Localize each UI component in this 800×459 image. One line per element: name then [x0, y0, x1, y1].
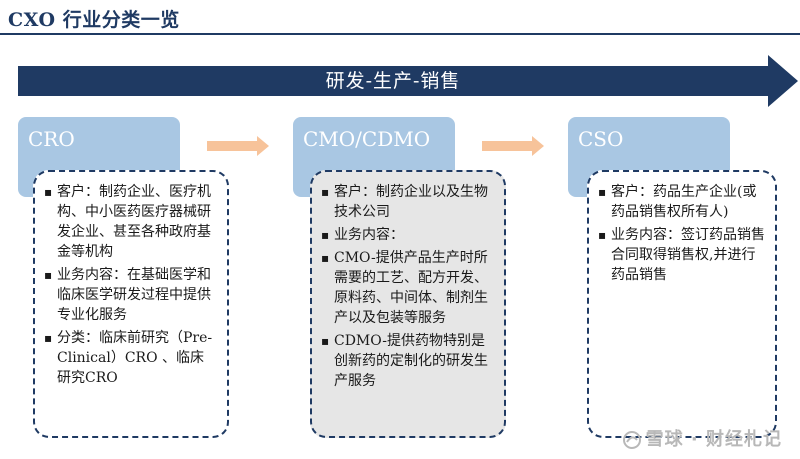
list-item: ▪分类：临床前研究（Pre-Clinical）CRO 、临床研究CRO [44, 330, 213, 386]
bullet-icon: ▪ [44, 331, 53, 345]
watermark-text: 雪球 · 财经札记 [645, 429, 782, 450]
cmo-cdmo-item-list: ▪客户：制药企业以及生物技术公司 ▪业务内容： ▪CMO-提供产品生产时所需要的… [320, 182, 494, 391]
bullet-icon: ▪ [321, 228, 330, 242]
bullet-icon: ▪ [321, 185, 330, 199]
cso-card: ▪客户：药品生产企业(或药品销售权所有人) ▪业务内容：签订药品销售合同取得销售… [587, 170, 777, 438]
cso-header-label: CSO [578, 127, 624, 151]
list-item: ▪CDMO-提供药物特别是创新药的定制化的研发生产服务 [321, 333, 488, 389]
bullet-icon: ▪ [598, 228, 607, 242]
list-item: ▪客户：制药企业以及生物技术公司 [321, 184, 488, 220]
cro-item-list: ▪客户：制药企业、医疗机构、中小医药医疗器械研发企业、甚至各种政府基金等机构 ▪… [43, 182, 217, 388]
bullet-icon: ▪ [44, 268, 53, 282]
cro-to-cmo-arrow-icon [207, 136, 269, 156]
watermark: 雪球 · 财经札记 [622, 425, 782, 451]
bullet-icon: ▪ [598, 185, 607, 199]
bullet-icon: ▪ [321, 334, 330, 348]
title-rule [0, 33, 800, 35]
list-item: ▪客户：制药企业、医疗机构、中小医药医疗器械研发企业、甚至各种政府基金等机构 [44, 184, 211, 260]
list-item: ▪业务内容：签订药品销售合同取得销售权,并进行药品销售 [598, 227, 765, 283]
list-item: ▪客户：药品生产企业(或药品销售权所有人) [598, 184, 757, 220]
process-arrow-icon [18, 55, 798, 107]
cmo-to-cso-arrow-icon [482, 136, 544, 156]
snowball-logo-icon [622, 431, 641, 449]
cmo-cdmo-card: ▪客户：制药企业以及生物技术公司 ▪业务内容： ▪CMO-提供产品生产时所需要的… [310, 170, 506, 438]
page-title: CXO 行业分类一览 [8, 9, 180, 31]
cmo-cdmo-header-label: CMO/CDMO [303, 127, 431, 151]
process-arrow-label: 研发-生产-销售 [325, 70, 461, 92]
list-item: ▪业务内容：在基础医学和临床医学研发过程中提供专业化服务 [44, 267, 211, 323]
list-item: ▪业务内容： [321, 227, 404, 243]
bullet-icon: ▪ [321, 251, 330, 265]
cro-header-label: CRO [28, 127, 75, 151]
bullet-icon: ▪ [44, 185, 53, 199]
list-item: ▪CMO-提供产品生产时所需要的工艺、配方开发、原料药、中间体、制剂生产以及包装… [321, 250, 488, 326]
cso-item-list: ▪客户：药品生产企业(或药品销售权所有人) ▪业务内容：签订药品销售合同取得销售… [597, 182, 765, 285]
cro-card: ▪客户：制药企业、医疗机构、中小医药医疗器械研发企业、甚至各种政府基金等机构 ▪… [33, 170, 229, 438]
